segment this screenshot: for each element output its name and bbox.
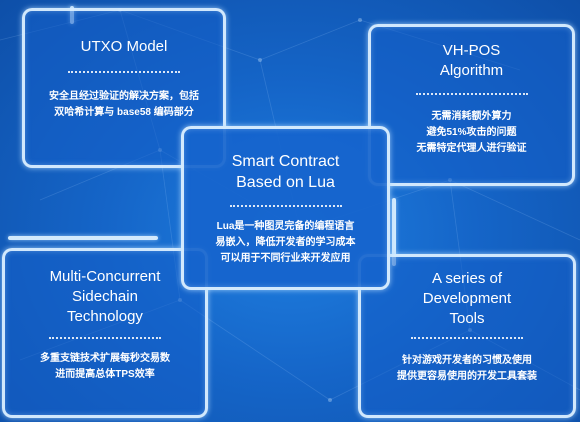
dev-tools-desc-line: 针对游戏开发者的习惯及使用 <box>402 355 532 366</box>
vh-pos-title-line: Algorithm <box>439 62 504 79</box>
utxo-desc-line: 双哈希计算与 base58 编码部分 <box>54 107 194 118</box>
sidechain-desc-line: 多重支链技术扩展每秒交易数 <box>40 353 170 364</box>
connector-right-bar <box>392 198 396 266</box>
vh-pos-divider <box>415 93 528 95</box>
vh-pos-card: VH-POS Algorithm 无需消耗额外算力 避免51%攻击的问题 无需特… <box>368 24 575 186</box>
smart-contract-desc-line: 易嵌入，降低开发者的学习成本 <box>215 237 356 248</box>
utxo-desc-line: 安全且经过验证的解决方案，包括 <box>49 91 199 102</box>
dev-tools-title-line: Tools <box>449 310 485 327</box>
smart-contract-description: Lua是一种图灵完备的编程语言 易嵌入，降低开发者的学习成本 可以用于不同行业来… <box>184 219 387 267</box>
sidechain-title: Multi-Concurrent Sidechain Technology <box>5 267 205 327</box>
dev-tools-title-line: A series of <box>431 270 503 287</box>
smart-contract-desc-line: Lua是一种图灵完备的编程语言 <box>216 221 355 232</box>
smart-contract-card: Smart Contract Based on Lua Lua是一种图灵完备的编… <box>181 126 390 290</box>
dev-tools-description: 针对游戏开发者的习惯及使用 提供更容易使用的开发工具套装 <box>361 353 573 385</box>
sidechain-description: 多重支链技术扩展每秒交易数 进而提高总体TPS效率 <box>5 351 205 383</box>
dev-tools-title: A series of Development Tools <box>361 269 573 329</box>
sidechain-desc-line: 进而提高总体TPS效率 <box>55 369 155 380</box>
dev-tools-divider <box>411 337 523 339</box>
sidechain-title-line: Sidechain <box>72 288 138 305</box>
smart-contract-title: Smart Contract Based on Lua <box>184 151 387 193</box>
utxo-divider <box>68 71 180 73</box>
smart-contract-title-line: Smart Contract <box>231 153 340 170</box>
vh-pos-desc-line: 避免51%攻击的问题 <box>426 127 517 138</box>
smart-contract-title-line: Based on Lua <box>236 174 335 191</box>
smart-contract-desc-line: 可以用于不同行业来开发应用 <box>220 253 351 264</box>
smart-contract-divider <box>229 205 342 207</box>
sidechain-card: Multi-Concurrent Sidechain Technology 多重… <box>2 248 208 418</box>
vh-pos-title: VH-POS Algorithm <box>371 41 572 81</box>
dev-tools-desc-line: 提供更容易使用的开发工具套装 <box>397 371 537 382</box>
sidechain-title-line: Technology <box>67 308 143 325</box>
sidechain-title-line: Multi-Concurrent <box>49 268 161 285</box>
vh-pos-desc-line: 无需特定代理人进行验证 <box>416 143 527 154</box>
connector-left-bar <box>8 236 158 240</box>
vh-pos-desc-line: 无需消耗额外算力 <box>431 111 512 122</box>
utxo-description: 安全且经过验证的解决方案，包括 双哈希计算与 base58 编码部分 <box>25 89 223 121</box>
dev-tools-card: A series of Development Tools 针对游戏开发者的习惯… <box>358 254 576 418</box>
sidechain-divider <box>49 337 161 339</box>
utxo-model-title: UTXO Model <box>80 38 168 55</box>
vh-pos-title-line: VH-POS <box>442 42 501 59</box>
dev-tools-title-line: Development <box>422 290 512 307</box>
vh-pos-description: 无需消耗额外算力 避免51%攻击的问题 无需特定代理人进行验证 <box>371 109 572 157</box>
